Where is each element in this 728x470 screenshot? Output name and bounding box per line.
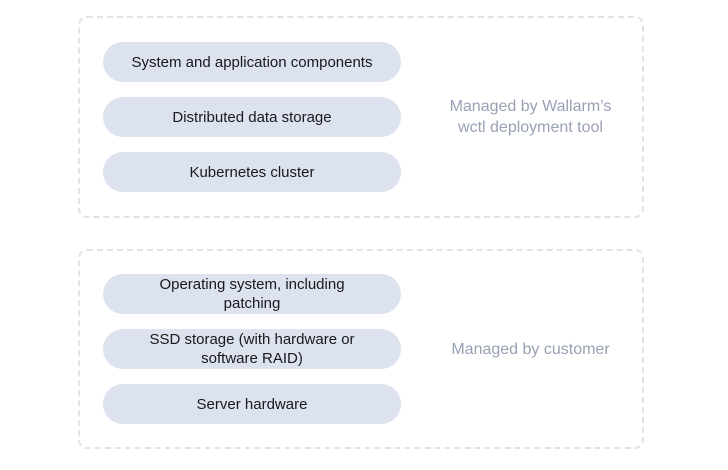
- label-managed-by-customer: Managed by customer: [451, 340, 610, 358]
- pill-distributed-data-storage: Distributed data storage: [103, 97, 401, 137]
- pill-system-and-application-components: System and application components: [103, 42, 401, 82]
- label-managed-by-wallarm: Managed by Wallarm’s wctl deployment too…: [449, 98, 612, 136]
- label-column-customer: Managed by customer: [401, 339, 642, 360]
- group-wallarm-managed: System and application components Distri…: [78, 16, 644, 218]
- pill-stack-customer: Operating system, including patching SSD…: [103, 274, 401, 424]
- group-customer-managed: Operating system, including patching SSD…: [78, 249, 644, 449]
- label-column-wallarm: Managed by Wallarm’s wctl deployment too…: [401, 96, 642, 138]
- pill-operating-system: Operating system, including patching: [103, 274, 401, 314]
- pill-ssd-storage: SSD storage (with hardware or software R…: [103, 329, 401, 369]
- pill-server-hardware: Server hardware: [103, 384, 401, 424]
- pill-stack-wallarm: System and application components Distri…: [103, 42, 401, 192]
- pill-kubernetes-cluster: Kubernetes cluster: [103, 152, 401, 192]
